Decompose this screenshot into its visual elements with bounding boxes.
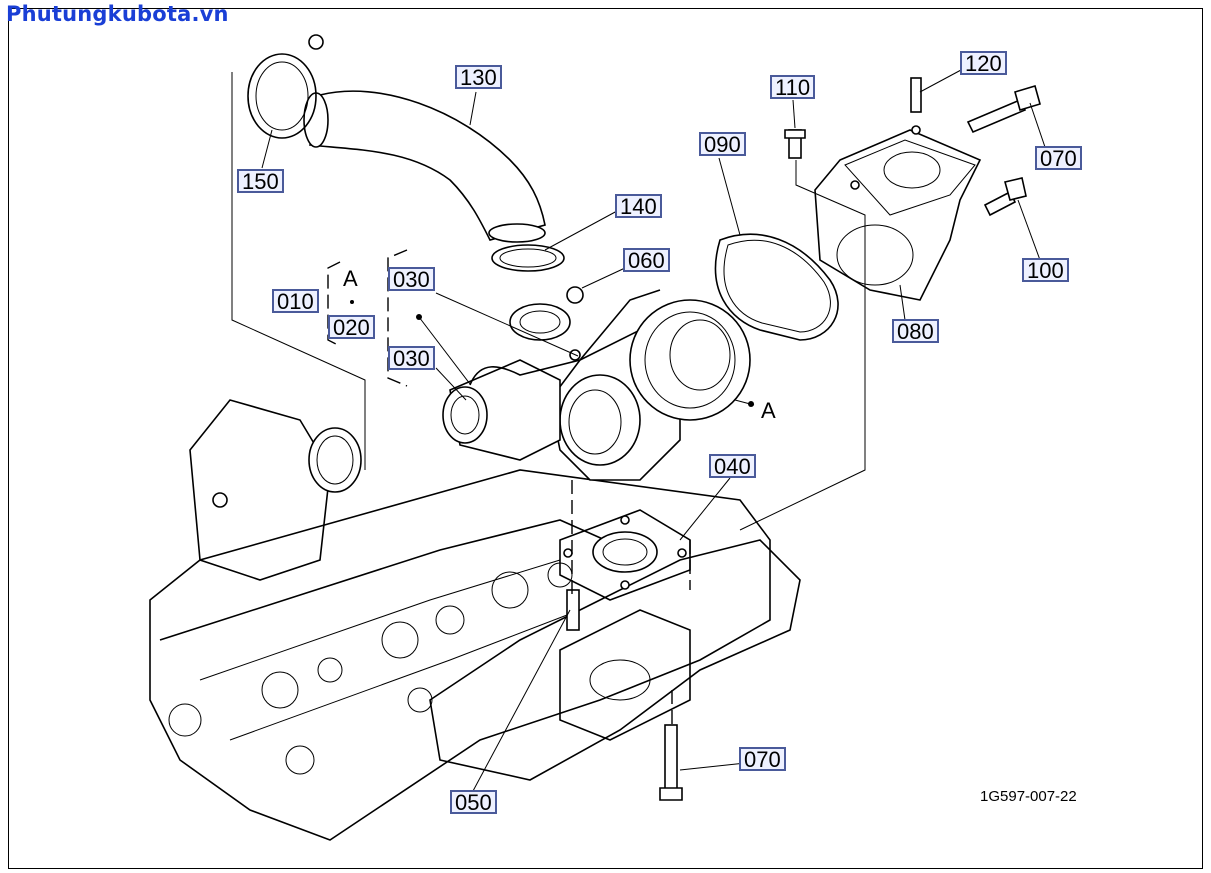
group-brackets <box>327 249 408 387</box>
center-lines <box>571 480 691 725</box>
diagram-frame <box>8 8 1203 869</box>
callout-110[interactable]: 110 <box>770 75 816 99</box>
callout-010[interactable]: 010 <box>272 289 319 313</box>
gasket-090 <box>714 233 839 341</box>
callout-120[interactable]: 120 <box>960 51 1007 75</box>
callout-060[interactable]: 060 <box>623 248 670 272</box>
drawing-code: 1G597-007-22 <box>980 788 1077 805</box>
callout-150[interactable]: 150 <box>237 169 284 193</box>
callout-140[interactable]: 140 <box>615 194 662 218</box>
callout-030-lower[interactable]: 030 <box>388 346 435 370</box>
callout-070-upper[interactable]: 070 <box>1035 146 1082 170</box>
detail-label-a-group: A <box>343 266 358 291</box>
elbow-080 <box>814 125 982 301</box>
callout-040[interactable]: 040 <box>709 454 756 478</box>
callout-080[interactable]: 080 <box>892 319 939 343</box>
hose-clamps <box>247 34 565 272</box>
callout-050[interactable]: 050 <box>450 790 497 814</box>
callout-020[interactable]: 020 <box>328 315 375 339</box>
fasteners <box>566 77 1041 801</box>
callout-070-lower[interactable]: 070 <box>739 747 786 771</box>
callout-100[interactable]: 100 <box>1022 258 1069 282</box>
callout-130[interactable]: 130 <box>455 65 502 89</box>
site-watermark: Phutungkubota.vn <box>6 2 229 26</box>
exhaust-manifold <box>429 509 801 781</box>
detail-label-a-turbo: A <box>761 398 776 423</box>
callout-030-upper[interactable]: 030 <box>388 267 435 291</box>
intake-hose-130 <box>303 90 546 243</box>
turbocharger <box>442 286 751 481</box>
callout-090[interactable]: 090 <box>699 132 746 156</box>
leader-lines <box>231 69 1047 792</box>
